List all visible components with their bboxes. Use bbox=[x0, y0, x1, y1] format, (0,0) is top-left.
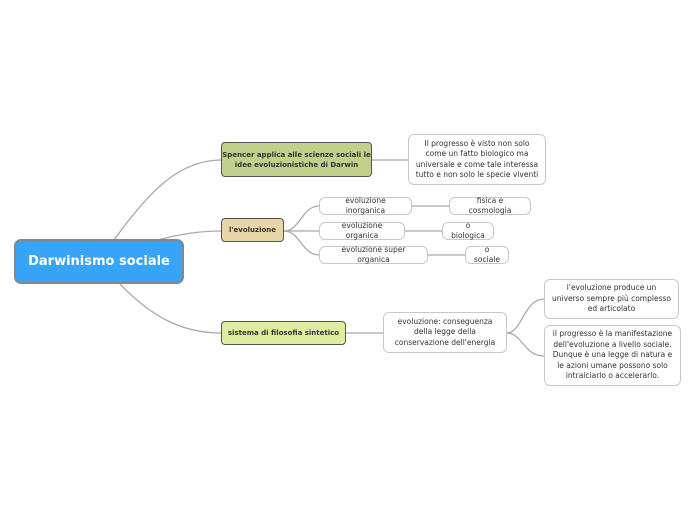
root-label: Darwinismo sociale bbox=[28, 253, 170, 269]
child-label: evoluzione inorganica bbox=[345, 195, 386, 216]
sistema-detail-2-text: il progresso è la manifestazione dell'ev… bbox=[552, 329, 673, 381]
branch-sistema-label: sistema di filosofia sintetico bbox=[227, 329, 340, 337]
link-child-detail-2 bbox=[506, 332, 545, 357]
detail-label: o sociale bbox=[474, 244, 500, 265]
evoluzione-detail-inorganica[interactable]: fisica e cosmologia bbox=[449, 195, 531, 216]
evoluzione-child-super[interactable]: evoluzione super organica bbox=[319, 244, 428, 265]
spencer-note[interactable]: Il progresso è visto non solo come un fa… bbox=[408, 134, 546, 185]
link-root-sistema bbox=[119, 283, 222, 334]
branch-spencer-label: Spencer applica alle scienze sociali le … bbox=[222, 150, 371, 169]
evoluzione-child-inorganica[interactable]: evoluzione inorganica bbox=[319, 195, 412, 216]
sistema-child-text: evoluzione: conseguenza della legge dell… bbox=[394, 316, 496, 347]
evoluzione-detail-super[interactable]: o sociale bbox=[465, 244, 509, 265]
sistema-detail-2[interactable]: il progresso è la manifestazione dell'ev… bbox=[544, 325, 681, 386]
child-label: evoluzione super organica bbox=[341, 244, 406, 265]
link-child-detail-1 bbox=[506, 298, 545, 334]
root-node[interactable]: Darwinismo sociale bbox=[14, 239, 184, 284]
link-root-evoluzione bbox=[157, 230, 222, 241]
branch-evoluzione[interactable]: l'evoluzione bbox=[221, 218, 284, 242]
child-label: evoluzione organica bbox=[341, 220, 383, 241]
spencer-note-text: Il progresso è visto non solo come un fa… bbox=[415, 138, 539, 180]
link-root-spencer bbox=[113, 159, 222, 241]
detail-label: fisica e cosmologia bbox=[468, 195, 512, 216]
branch-spencer[interactable]: Spencer applica alle scienze sociali le … bbox=[221, 142, 372, 177]
detail-label: o biologica bbox=[451, 220, 485, 241]
sistema-detail-1-text: l'evoluzione produce un universo sempre … bbox=[552, 283, 671, 314]
sistema-detail-1[interactable]: l'evoluzione produce un universo sempre … bbox=[544, 279, 679, 319]
link-evo-super bbox=[283, 230, 320, 256]
link-evo-inorganica bbox=[283, 205, 320, 232]
evoluzione-detail-organica[interactable]: o biologica bbox=[442, 220, 494, 241]
branch-evoluzione-label: l'evoluzione bbox=[228, 226, 277, 234]
branch-sistema[interactable]: sistema di filosofia sintetico bbox=[221, 321, 346, 345]
sistema-child[interactable]: evoluzione: conseguenza della legge dell… bbox=[383, 312, 507, 353]
evoluzione-child-organica[interactable]: evoluzione organica bbox=[319, 220, 405, 241]
